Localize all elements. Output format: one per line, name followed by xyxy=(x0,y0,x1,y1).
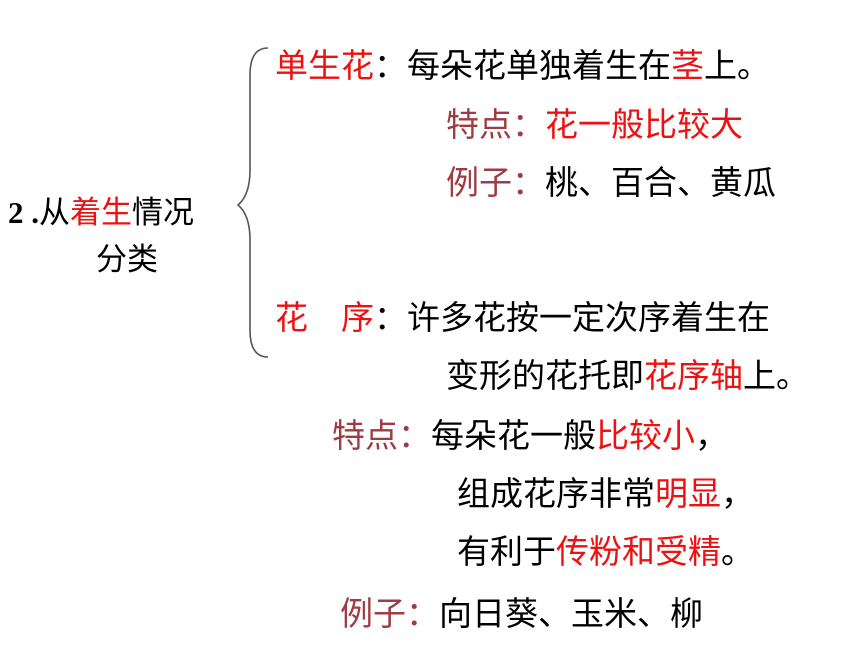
inflorescence-feat1-emphasis: 比较小 xyxy=(596,416,695,455)
inflorescence-feature-1: 特点：每朵花一般比较小， xyxy=(332,416,728,456)
heading-text-a: 从 xyxy=(39,195,70,231)
inflorescence-feat3-a: 有利于 xyxy=(457,532,556,571)
inflorescence-definition: 花 序：许多花按一定次序着生在 xyxy=(275,298,770,338)
inflorescence-axis-term: 花序轴 xyxy=(644,356,743,395)
inflorescence-feat3-c: 。 xyxy=(721,532,754,571)
inflorescence-def-a: 变形的花托即 xyxy=(446,356,644,395)
solitary-feature-label: 特点： xyxy=(446,105,545,144)
solitary-example: 例子：桃、百合、黄瓜 xyxy=(446,163,776,203)
inflorescence-feature-3: 有利于传粉和受精。 xyxy=(457,532,754,572)
solitary-def-c: 上。 xyxy=(704,46,770,85)
solitary-def-emphasis: 茎 xyxy=(671,46,704,85)
heading-emphasis: 着生 xyxy=(70,195,132,231)
inflorescence-def-c: 上。 xyxy=(743,356,809,395)
solitary-feature: 特点：花一般比较大 xyxy=(446,105,743,145)
inflorescence-feat1-a: 每朵花一般 xyxy=(431,416,596,455)
inflorescence-feat1-c: ， xyxy=(695,416,728,455)
inflorescence-term: 花 序 xyxy=(275,298,374,337)
heading-number: 2 . xyxy=(8,195,39,230)
inflorescence-feature-label: 特点： xyxy=(332,416,431,455)
inflorescence-feat2-a: 组成花序非常 xyxy=(457,474,655,513)
inflorescence-colon: ： xyxy=(374,298,407,337)
inflorescence-example: 例子：向日葵、玉米、柳 xyxy=(340,594,703,634)
heading-line-2: 分类 xyxy=(96,242,158,278)
inflorescence-feature-2: 组成花序非常明显， xyxy=(457,474,754,514)
heading-line-1: 2 .从着生情况 xyxy=(8,193,194,233)
solitary-feature-text: 花一般比较大 xyxy=(545,105,743,144)
inflorescence-example-text: 向日葵、玉米、柳 xyxy=(439,594,703,633)
inflorescence-feat3-emphasis: 传粉和受精 xyxy=(556,532,721,571)
solitary-def-a: 每朵花单独着生在 xyxy=(407,46,671,85)
solitary-definition: 单生花：每朵花单独着生在茎上。 xyxy=(275,46,770,86)
inflorescence-example-label: 例子： xyxy=(340,594,439,633)
solitary-example-text: 桃、百合、黄瓜 xyxy=(545,163,776,202)
solitary-example-label: 例子： xyxy=(446,163,545,202)
solitary-colon: ： xyxy=(374,46,407,85)
solitary-term: 单生花 xyxy=(275,46,374,85)
inflorescence-feat2-emphasis: 明显 xyxy=(655,474,721,513)
inflorescence-def-line-1: 许多花按一定次序着生在 xyxy=(407,298,770,337)
inflorescence-definition-line-2: 变形的花托即花序轴上。 xyxy=(446,356,809,396)
inflorescence-feat2-c: ， xyxy=(721,474,754,513)
heading-text-c: 情况 xyxy=(132,195,194,231)
